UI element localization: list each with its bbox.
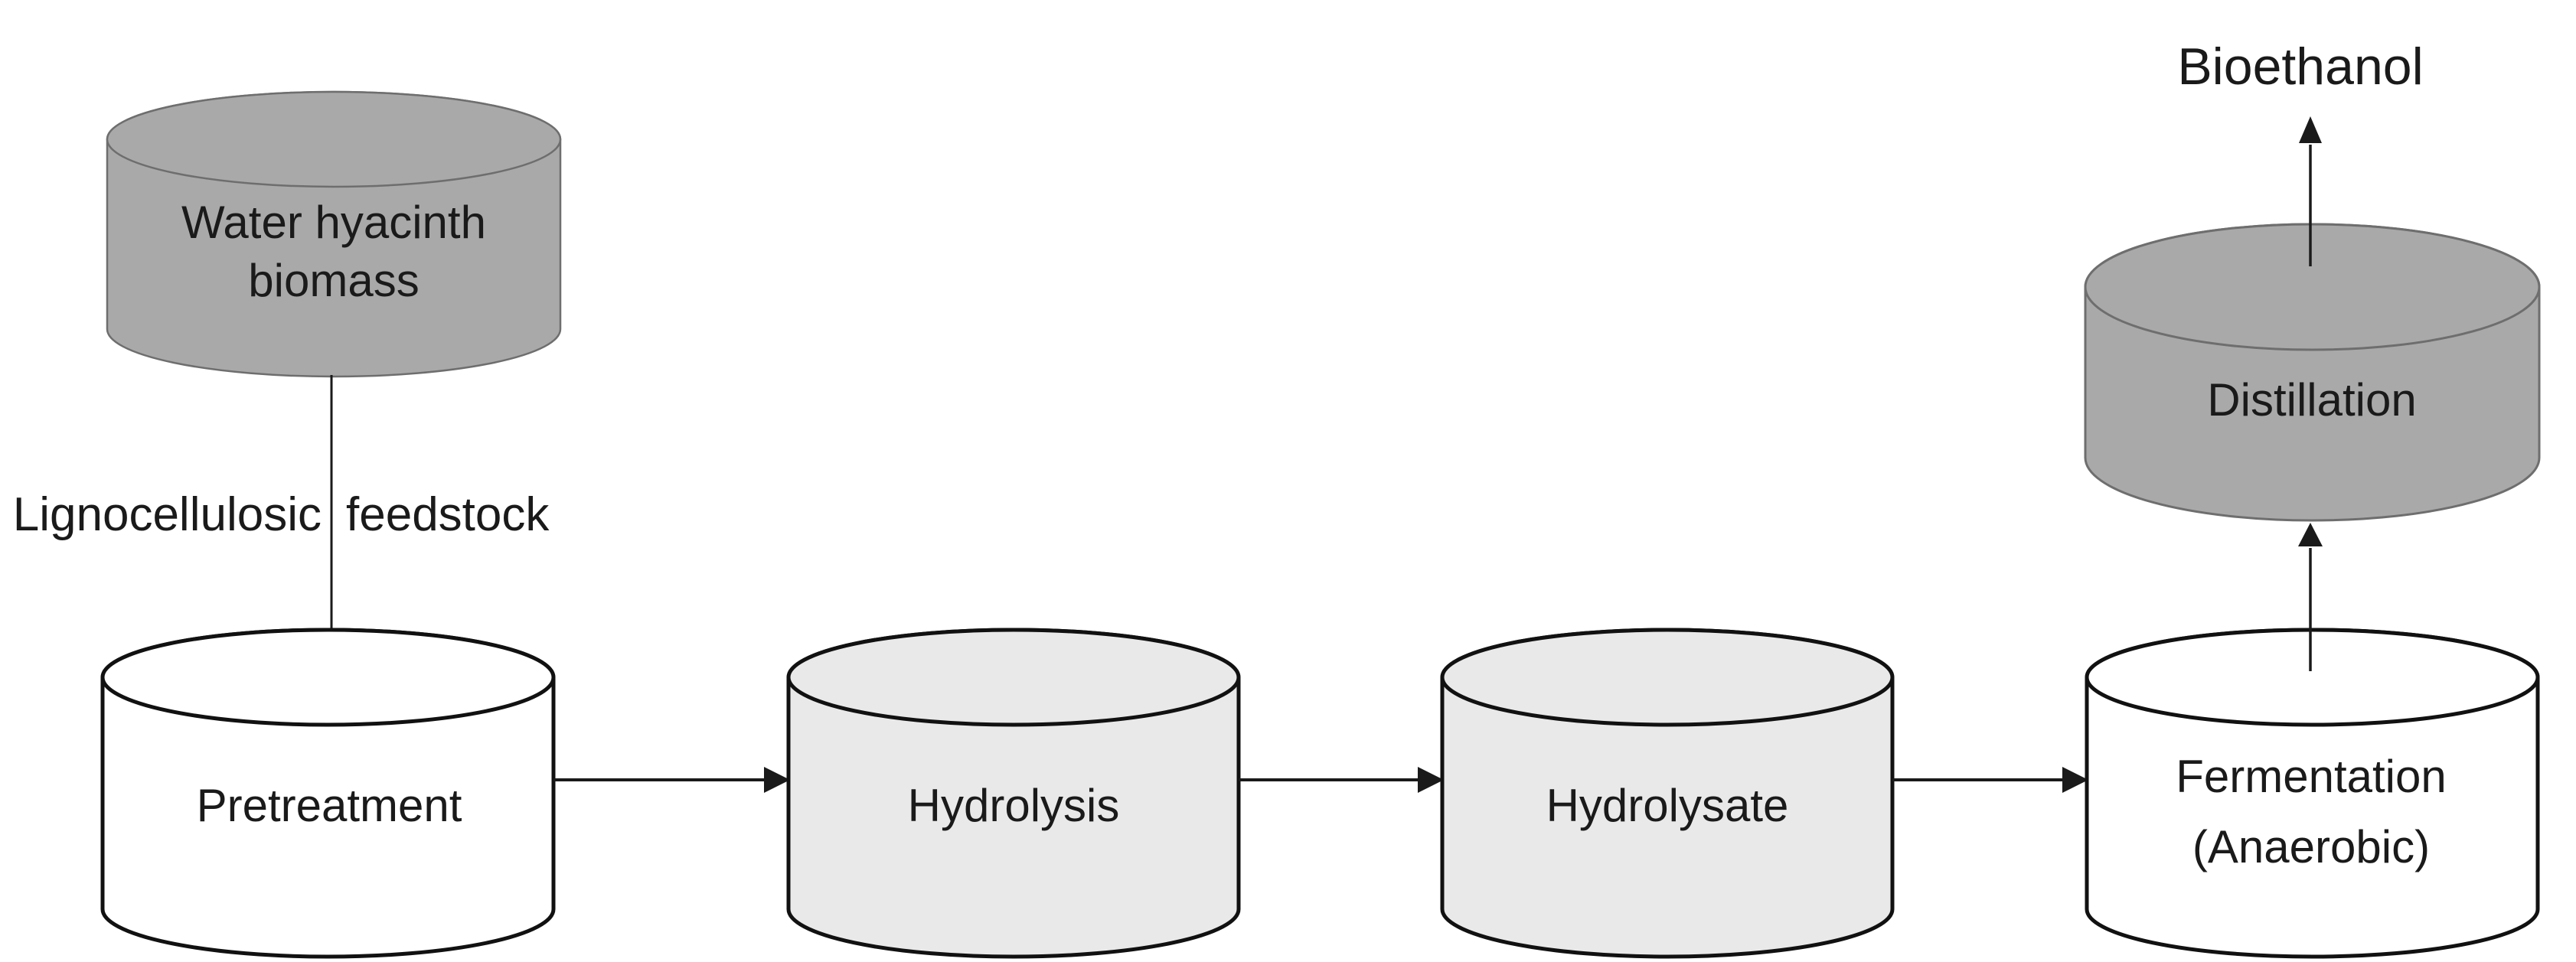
fermentation-label-line2: (Anaerobic) xyxy=(2192,821,2430,872)
hydrolysis-label: Hydrolysis xyxy=(908,780,1120,831)
bioethanol-label: Bioethanol xyxy=(2177,38,2423,96)
arrow-hydrolysis-to-hydrolysate xyxy=(1239,767,1444,793)
arrow-hydrolysate-to-fermentation-head xyxy=(2062,767,2088,793)
hydrolysate-cylinder-top xyxy=(1440,628,1895,727)
hydrolysate-label: Hydrolysate xyxy=(1546,780,1789,831)
arrow-hydrolysis-to-hydrolysate-head xyxy=(1418,767,1444,793)
pretreatment-cylinder-top xyxy=(100,628,556,727)
node-distillation: Distillation xyxy=(2084,223,2541,522)
fermentation-cylinder-top xyxy=(2085,628,2540,727)
biomass-label-line2: biomass xyxy=(248,255,419,306)
arrow-hydrolysate-to-fermentation xyxy=(1892,767,2088,793)
distillation-label: Distillation xyxy=(2207,374,2416,426)
biomass-cylinder-top xyxy=(106,90,562,188)
arrow-distillation-to-bioethanol xyxy=(2299,116,2322,266)
hydrolysis-cylinder-top xyxy=(786,628,1241,727)
arrow-distillation-to-bioethanol-head xyxy=(2299,116,2322,143)
biomass-label-line1: Water hyacinth xyxy=(181,197,486,248)
edge-label-lignocellulosic-feedstock: Lignocellulosic feedstock xyxy=(13,488,550,541)
node-hydrolysate: Hydrolysate xyxy=(1440,628,1895,959)
arrow-pretreatment-to-hydrolysis xyxy=(553,767,790,793)
pretreatment-label: Pretreatment xyxy=(197,780,462,831)
arrow-fermentation-to-distillation-head xyxy=(2298,523,2323,546)
arrow-fermentation-to-distillation xyxy=(2298,523,2323,671)
feedstock-label-word2: feedstock xyxy=(346,488,550,541)
feedstock-label-word1: Lignocellulosic xyxy=(13,488,322,541)
node-hydrolysis: Hydrolysis xyxy=(786,628,1241,959)
node-water-hyacinth-biomass: Water hyacinth biomass xyxy=(106,90,562,378)
node-fermentation: Fermentation (Anaerobic) xyxy=(2085,628,2540,959)
fermentation-label-line1: Fermentation xyxy=(2176,751,2447,802)
distillation-cylinder-top xyxy=(2084,223,2541,351)
node-pretreatment: Pretreatment xyxy=(100,628,556,959)
arrow-pretreatment-to-hydrolysis-head xyxy=(764,767,790,793)
